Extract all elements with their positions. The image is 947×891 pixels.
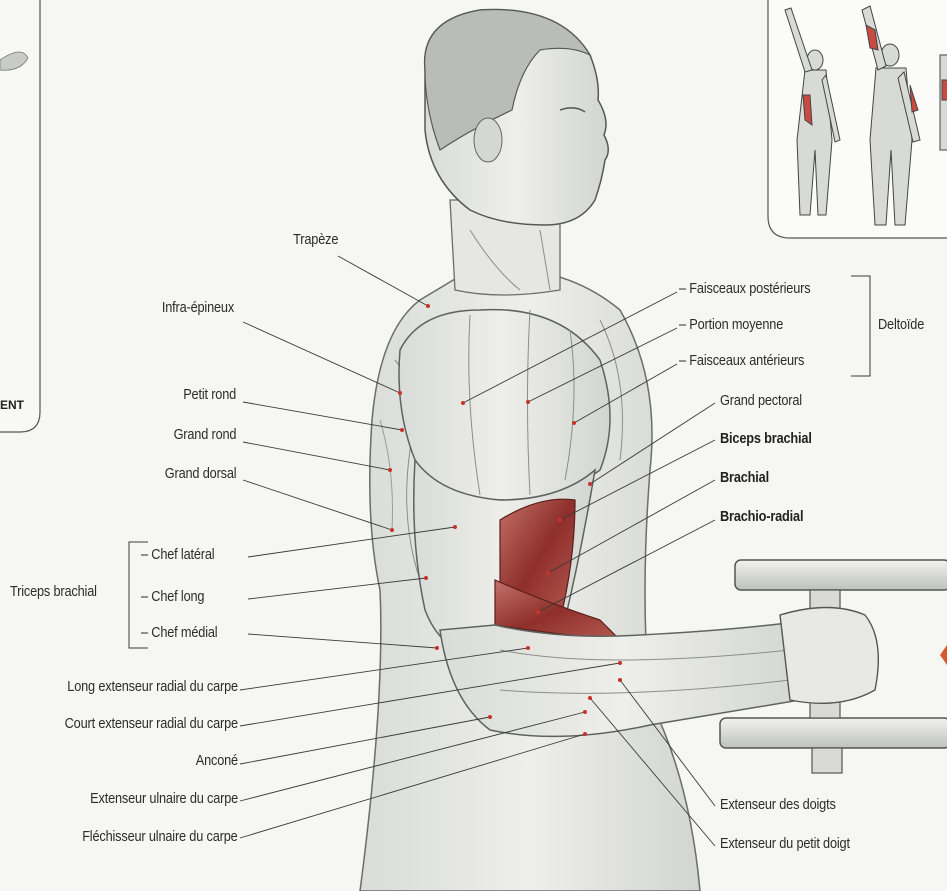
label-extenseur-doigts: Extenseur des doigts [720, 797, 836, 814]
left-inset-panel [0, 0, 40, 432]
label-grand-rond: Grand rond [173, 427, 236, 444]
label-deltoide: Deltoïde [878, 317, 924, 334]
label-court-extenseur-radial: Court extenseur radial du carpe [65, 716, 238, 733]
label-ancone: Anconé [196, 753, 238, 770]
hand [780, 608, 878, 704]
label-infra-epineux: Infra-épineux [162, 300, 234, 317]
label-grand-dorsal: Grand dorsal [164, 466, 236, 483]
label-long-extenseur-radial: Long extenseur radial du carpe [67, 679, 238, 696]
label-chef-lateral: – Chef latéral [141, 547, 214, 564]
label-petit-rond: Petit rond [183, 387, 236, 404]
label-chef-medial: – Chef médial [141, 625, 217, 642]
small-figure-3 [940, 55, 947, 150]
left-inset-text: ENT [0, 398, 24, 412]
label-triceps-brachial: Triceps brachial [10, 584, 97, 601]
top-right-inset-panel [768, 0, 947, 238]
shoulder [399, 310, 610, 500]
label-brachial: Brachial [720, 470, 769, 487]
label-extenseur-petit-doigt: Extenseur du petit doigt [720, 836, 850, 853]
label-trapeze: Trapèze [293, 232, 338, 249]
label-chef-long: – Chef long [141, 589, 204, 606]
label-faisceaux-posterieurs: – Faisceaux postérieurs [679, 281, 810, 298]
head [425, 10, 609, 225]
label-portion-moyenne: – Portion moyenne [679, 317, 783, 334]
label-biceps-brachial: Biceps brachial [720, 431, 812, 448]
label-extenseur-ulnaire: Extenseur ulnaire du carpe [90, 791, 238, 808]
arrow-marker [940, 645, 947, 665]
label-flechisseur-ulnaire: Fléchisseur ulnaire du carpe [83, 829, 238, 846]
label-brachio-radial: Brachio-radial [720, 509, 803, 526]
label-faisceaux-anterieurs: – Faisceaux antérieurs [679, 353, 804, 370]
label-grand-pectoral: Grand pectoral [720, 393, 802, 410]
